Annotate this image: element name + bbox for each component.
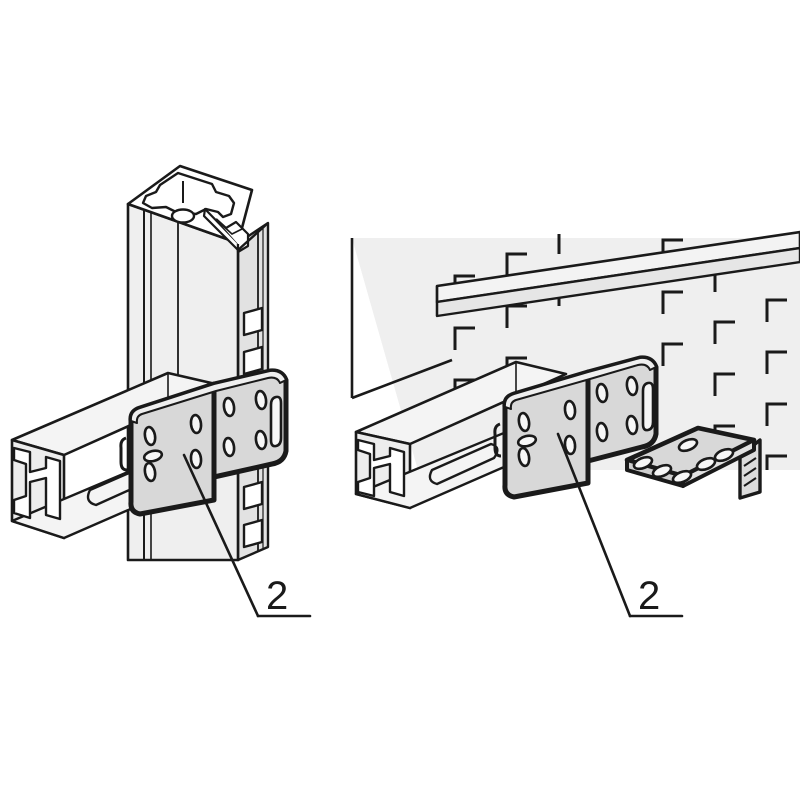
right-hole-far-3 — [595, 421, 609, 443]
left-angle-bracket — [119, 368, 289, 517]
bracket-side-tab — [119, 436, 128, 472]
callout-left-label: 2 — [266, 574, 288, 618]
plate-hole-5 — [671, 469, 693, 485]
hole-far-long-slot — [269, 395, 283, 448]
plate-holes — [632, 437, 735, 485]
hole-near-2 — [143, 461, 157, 483]
column-flange-to-edge — [237, 222, 269, 251]
callout-right-leader — [556, 432, 632, 618]
right-flat-plate — [624, 425, 762, 500]
hole-far-3 — [222, 436, 236, 458]
right-hole-near-4 — [563, 399, 577, 421]
bracket-near-holes — [142, 413, 203, 483]
column-slot-4 — [242, 518, 264, 549]
right-hole-near-1 — [517, 411, 531, 433]
column-slot-1 — [242, 306, 264, 337]
right-hole-far-2 — [625, 375, 639, 397]
panel-diagonal-flange — [435, 230, 800, 318]
left-assembly — [10, 164, 289, 562]
plate-tab-ribs — [743, 457, 757, 487]
column-slot-2 — [242, 345, 264, 376]
column-screw-boss — [170, 208, 196, 224]
panel-top-band — [352, 232, 800, 238]
hole-near-5 — [189, 448, 203, 470]
plate-hole-2 — [713, 447, 735, 463]
right-hole-near-3 — [516, 434, 538, 448]
hole-near-4 — [189, 413, 203, 435]
right-bracket-far-holes — [595, 375, 655, 443]
callout-left: 2 — [182, 453, 312, 618]
right-angle-bracket — [493, 355, 659, 500]
right-bracket-near-holes — [516, 399, 577, 468]
plate-hole-6 — [695, 456, 717, 472]
hole-near-1 — [143, 425, 157, 447]
column-slot-group — [242, 306, 264, 549]
right-hole-far-4 — [625, 414, 639, 436]
right-strut-c-profile-end — [356, 438, 406, 498]
bracket-top-edge — [129, 369, 287, 424]
callout-right: 2 — [556, 432, 684, 618]
callout-right-label: 2 — [638, 574, 660, 618]
right-hole-far-1 — [595, 382, 609, 404]
panel-bottom-edge-left — [351, 358, 453, 400]
right-assembly — [350, 230, 800, 510]
right-hole-far-long-slot — [641, 381, 655, 432]
hole-far-2 — [254, 389, 268, 411]
plate-hole-3 — [632, 455, 654, 471]
column-flange-step-crease — [220, 223, 243, 235]
plate-hole-4 — [651, 463, 673, 479]
hole-far-4 — [254, 429, 268, 451]
strut-c-profile-end — [12, 446, 62, 521]
hole-near-3 — [142, 449, 164, 463]
right-hole-near-5 — [563, 434, 577, 456]
right-bracket-top-edge — [503, 356, 657, 410]
column-slot-3 — [242, 480, 264, 511]
callout-left-leader — [182, 453, 260, 618]
right-bracket-side-tab — [493, 422, 502, 458]
plate-hole-1 — [677, 437, 699, 453]
bracket-far-holes — [222, 389, 283, 458]
right-hole-near-2 — [517, 446, 531, 468]
hole-far-1 — [222, 396, 236, 418]
